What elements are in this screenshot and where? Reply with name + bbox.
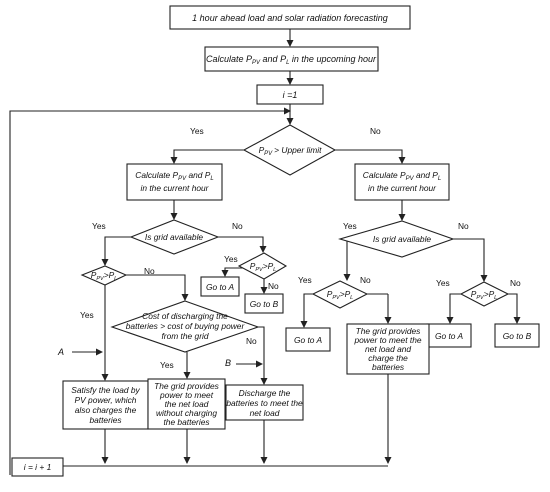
no-label: No	[458, 221, 469, 231]
yes-label: Yes	[92, 221, 106, 231]
ppv-pl-decision-4: PPV>PL	[459, 281, 510, 307]
svg-text:net load and: net load and	[365, 344, 411, 354]
svg-text:also charges the: also charges the	[75, 405, 137, 415]
svg-text:PPV>PL: PPV>PL	[91, 270, 117, 282]
svg-text:in the current hour: in the current hour	[368, 183, 437, 193]
svg-text:Go to B: Go to B	[250, 299, 279, 309]
svg-text:Discharge the: Discharge the	[239, 388, 291, 398]
ppv-pl-decision-1: PPV>PL	[80, 265, 128, 286]
svg-text:Go to A: Go to A	[435, 331, 463, 341]
grid-no-charge-box: The grid provides power to meet the net …	[147, 378, 226, 430]
increment-box: i = i + 1	[11, 457, 64, 477]
svg-text:the batteries: the batteries	[163, 417, 210, 427]
svg-text:batteries: batteries	[89, 415, 122, 425]
forecast-box: 1 hour ahead load and solar radiation fo…	[169, 5, 411, 30]
svg-text:net load: net load	[250, 408, 280, 418]
no-label: No	[232, 221, 243, 231]
svg-text:Cost of discharging the: Cost of discharging the	[142, 311, 228, 321]
yes-label: Yes	[224, 254, 238, 264]
svg-text:Go to A: Go to A	[206, 282, 234, 292]
cost-compare-decision: Cost of discharging the batteries > cost…	[110, 300, 260, 353]
svg-text:batteries: batteries	[372, 362, 405, 372]
svg-text:The grid provides: The grid provides	[154, 381, 220, 391]
yes-label: Yes	[343, 221, 357, 231]
goto-a-box-2: Go to A	[285, 327, 331, 352]
svg-text:power to meet: power to meet	[159, 390, 214, 400]
no-label: No	[510, 278, 521, 288]
calc-current-box-left: Calculate PPV and PL in the current hour	[126, 163, 223, 201]
yes-label: Yes	[80, 310, 94, 320]
connector-a-label: A	[57, 347, 64, 357]
goto-b-box-1: Go to B	[244, 293, 284, 314]
svg-text:Calculate PPV and PL in the up: Calculate PPV and PL in the upcoming hou…	[206, 54, 377, 66]
svg-text:in the current hour: in the current hour	[141, 183, 210, 193]
yes-label: Yes	[298, 275, 312, 285]
svg-text:PPV>PL: PPV>PL	[471, 289, 497, 301]
ppv-pl-decision-2: PPV>PL	[237, 252, 288, 280]
grid-available-decision-right: Is grid available	[338, 220, 455, 258]
svg-text:i =1: i =1	[283, 90, 298, 100]
svg-text:Go to B: Go to B	[503, 331, 532, 341]
no-label: No	[268, 281, 279, 291]
goto-a-box-1: Go to A	[200, 276, 240, 297]
svg-text:charge the: charge the	[368, 353, 408, 363]
grid-available-decision-left: Is grid available	[129, 219, 220, 255]
goto-a-box-3: Go to A	[426, 323, 472, 348]
no-label: No	[370, 126, 381, 136]
svg-text:PV power, which: PV power, which	[75, 395, 137, 405]
upper-limit-decision: PPV> Upper limit	[242, 124, 337, 176]
svg-text:power to meet the: power to meet the	[353, 335, 421, 345]
discharge-box: Discharge the batteries to meet the net …	[225, 384, 304, 421]
svg-text:batteries to meet the: batteries to meet the	[226, 398, 303, 408]
no-label: No	[360, 275, 371, 285]
no-label: No	[246, 336, 257, 346]
svg-text:batteries > cost of buying pow: batteries > cost of buying power	[126, 321, 246, 331]
init-counter-box: i =1	[256, 84, 324, 105]
calc-upcoming-box: Calculate PPV and PL in the upcoming hou…	[204, 46, 379, 72]
grid-charge-box: The grid provides power to meet the net …	[346, 323, 430, 375]
svg-text:PPV>PL: PPV>PL	[250, 261, 276, 273]
svg-text:without charging: without charging	[156, 408, 217, 418]
yes-label: Yes	[190, 126, 204, 136]
yes-label: Yes	[160, 360, 174, 370]
no-label: No	[144, 266, 155, 276]
svg-text:Is grid available: Is grid available	[373, 234, 432, 244]
yes-label: Yes	[436, 278, 450, 288]
svg-text:i = i + 1: i = i + 1	[24, 462, 51, 472]
connectors	[9, 29, 521, 475]
svg-text:from the grid: from the grid	[161, 331, 208, 341]
ppv-pl-decision-3: PPV>PL	[311, 280, 369, 309]
goto-b-box-2: Go to B	[494, 323, 540, 348]
svg-text:PPV>PL: PPV>PL	[327, 289, 353, 301]
svg-text:Satisfy the load by: Satisfy the load by	[71, 385, 140, 395]
calc-current-box-right: Calculate PPV and PL in the current hour	[354, 163, 450, 201]
satisfy-load-box: Satisfy the load by PV power, which also…	[62, 380, 149, 430]
svg-text:the net load: the net load	[165, 399, 209, 409]
svg-text:Go to A: Go to A	[294, 335, 322, 345]
svg-text:Is grid available: Is grid available	[145, 232, 204, 242]
svg-text:1 hour ahead load and solar ra: 1 hour ahead load and solar radiation fo…	[192, 13, 388, 23]
svg-text:Calculate PPV and PL: Calculate PPV and PL	[363, 170, 441, 182]
svg-text:The grid provides: The grid provides	[356, 326, 422, 336]
svg-text:Calculate PPV and PL: Calculate PPV and PL	[135, 170, 213, 182]
svg-text:PPV> Upper limit: PPV> Upper limit	[259, 145, 323, 157]
connector-b-label: B	[225, 358, 231, 368]
